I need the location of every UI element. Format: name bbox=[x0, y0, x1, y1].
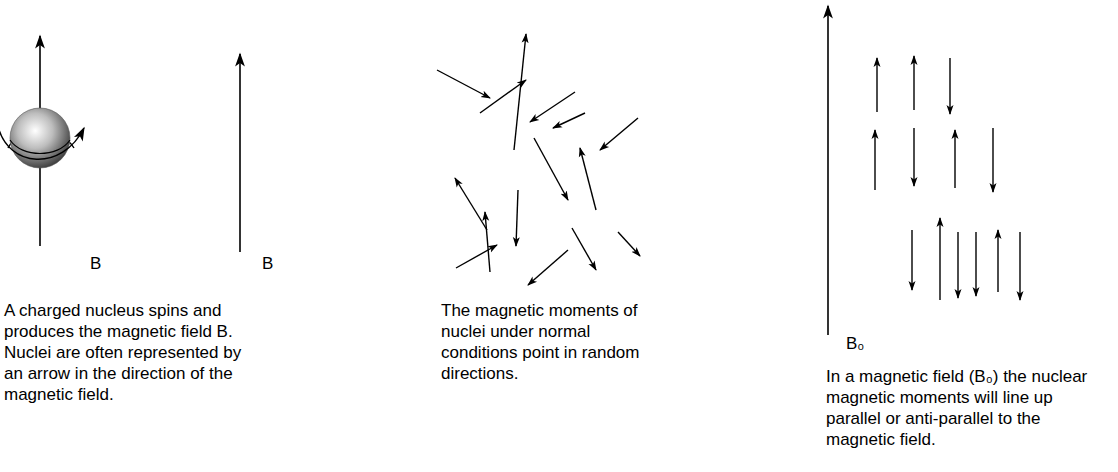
moment-arrow bbox=[618, 232, 640, 256]
moment-arrow bbox=[911, 230, 912, 290]
moment-arrow bbox=[455, 178, 487, 230]
spinning-nucleus bbox=[0, 36, 84, 246]
field-arrow bbox=[827, 6, 829, 335]
field-label: B bbox=[262, 253, 273, 274]
moment-arrow bbox=[437, 70, 490, 98]
moment-arrow bbox=[534, 138, 568, 200]
moment-arrow bbox=[456, 245, 497, 268]
field-label: B bbox=[90, 253, 101, 274]
random-moments bbox=[437, 34, 640, 285]
moment-arrow bbox=[485, 212, 490, 272]
moment-arrow bbox=[997, 230, 998, 292]
caption: The magnetic moments of nuclei under nor… bbox=[441, 300, 656, 384]
moment-arrow bbox=[992, 128, 993, 192]
moment-arrow bbox=[954, 130, 955, 188]
caption: A charged nucleus spins and produces the… bbox=[4, 300, 244, 405]
moment-arrow bbox=[975, 232, 976, 296]
spin-arc bbox=[0, 126, 84, 159]
moment-arrow bbox=[530, 92, 575, 122]
aligned-moments bbox=[875, 56, 1020, 300]
moment-arrow bbox=[949, 58, 950, 114]
moment-arrow bbox=[514, 34, 526, 150]
moment-arrow bbox=[913, 128, 914, 186]
moment-arrow bbox=[600, 118, 638, 150]
moment-arrow bbox=[480, 80, 526, 113]
field-label: B₀ bbox=[846, 333, 864, 354]
moment-arrow bbox=[957, 232, 958, 298]
moment-arrow bbox=[528, 250, 568, 285]
moment-arrow bbox=[1019, 232, 1020, 300]
moment-arrow bbox=[913, 56, 914, 110]
moment-arrow bbox=[939, 218, 940, 300]
moment-arrow bbox=[580, 148, 596, 210]
moment-arrow bbox=[553, 113, 585, 128]
moment-arrow bbox=[874, 130, 875, 190]
moment-arrow bbox=[516, 190, 518, 246]
moment-arrow bbox=[876, 58, 877, 112]
moment-arrow bbox=[572, 228, 596, 270]
field-arrow bbox=[239, 54, 241, 252]
equator-line bbox=[10, 140, 70, 154]
caption: In a magnetic field (B₀) the nuclear mag… bbox=[826, 366, 1098, 450]
